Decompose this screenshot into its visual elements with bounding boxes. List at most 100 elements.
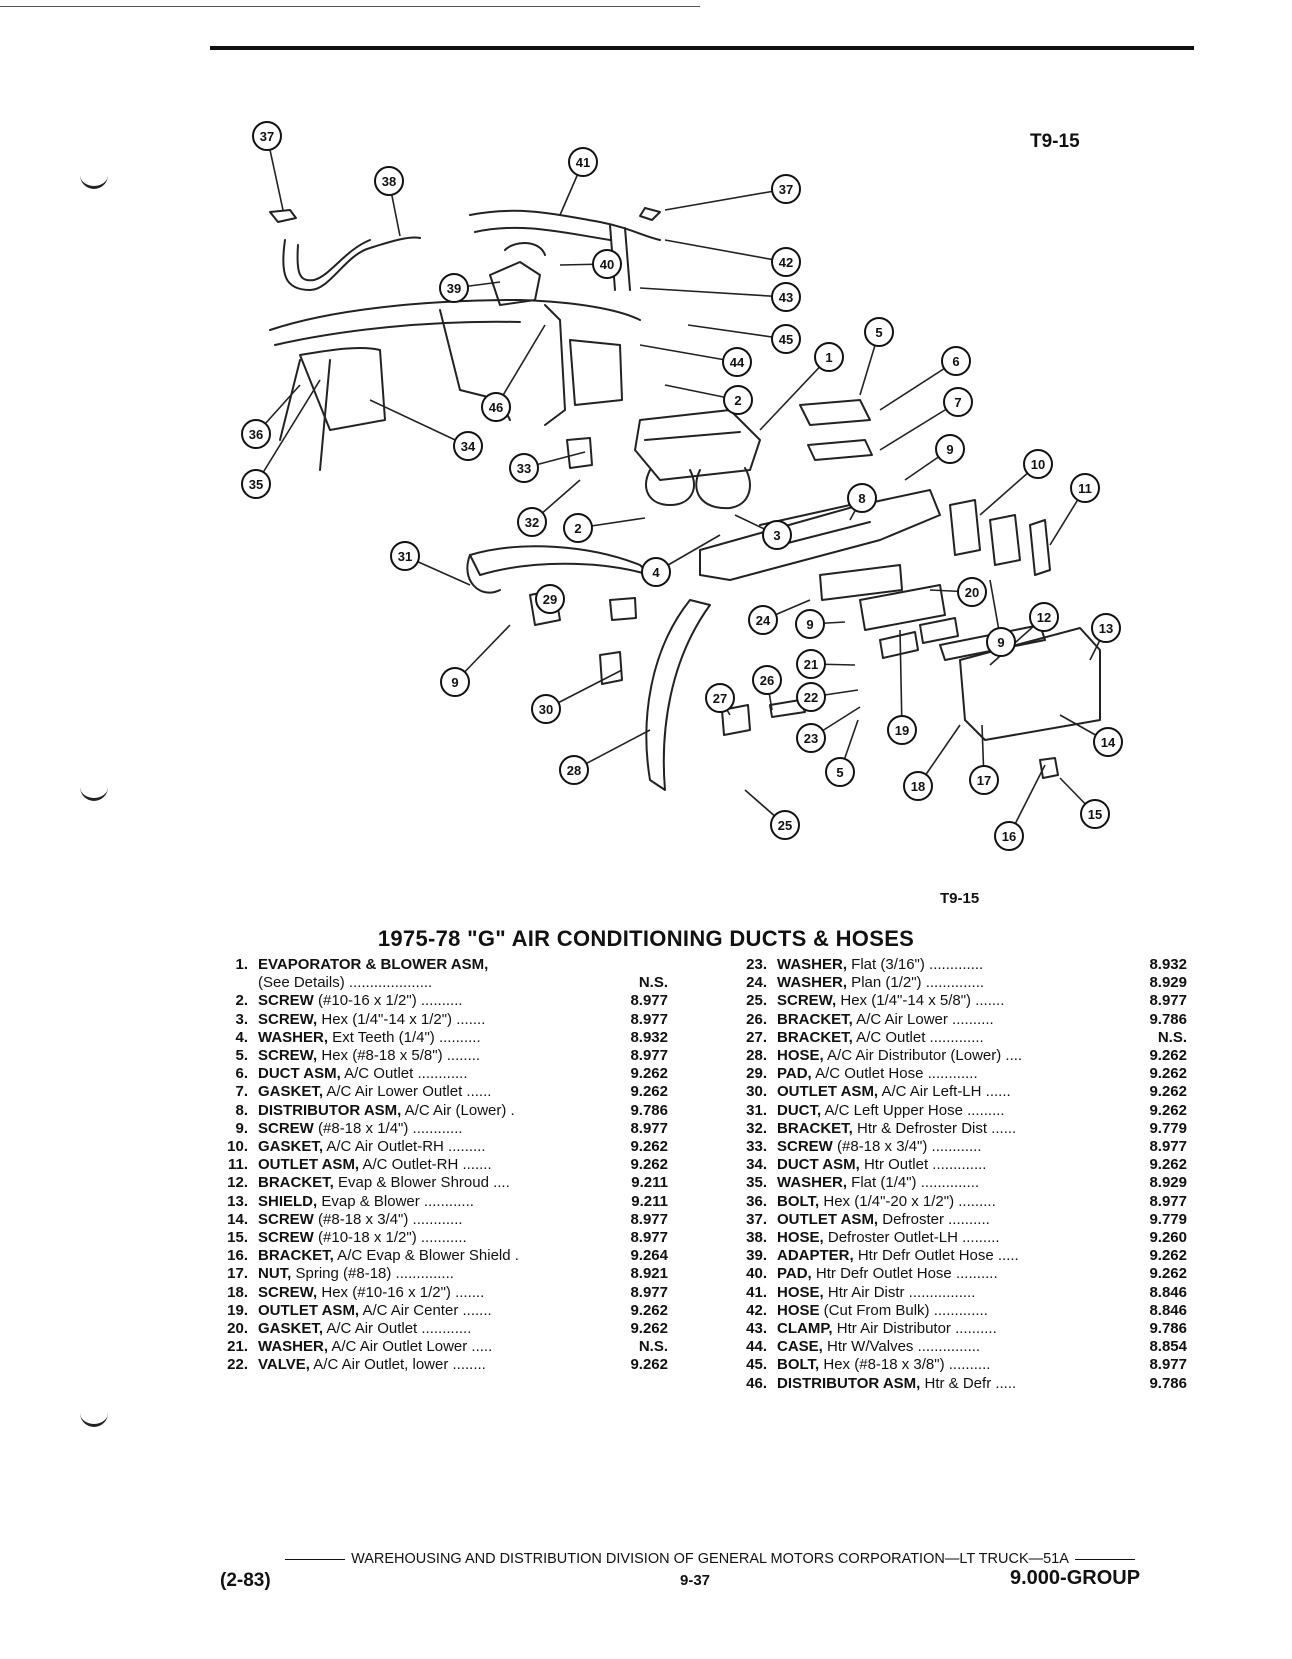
parts-row: 3.SCREW, Hex (1/4"-14 x 1/2") .......8.9… [200,1011,668,1029]
part-outline [645,469,695,506]
part-name: DISTRIBUTOR ASM, [258,1101,402,1119]
group-code: 9.786 [1149,1010,1187,1028]
part-number: 34. [746,1156,767,1174]
callout-circle [943,387,973,417]
part-spec: Htr & Defr ..... [920,1374,1017,1392]
group-code: 9.262 [1149,1101,1187,1119]
parts-row: 44.CASE, Htr W/Valves ...............8.8… [719,1338,1187,1356]
group-code: 9.779 [1149,1119,1187,1137]
group-code: 8.977 [630,1119,668,1137]
callout-circle [796,723,826,753]
parts-row: 29.PAD, A/C Outlet Hose ............9.26… [719,1065,1187,1083]
part-description: BRACKET, A/C Outlet ............. [767,1029,1107,1047]
parts-row: 36.BOLT, Hex (1/4"-20 x 1/2") .........8… [719,1193,1187,1211]
leader-line [664,188,787,211]
part-number: 15. [227,1229,248,1247]
part-spec: Defroster Outlet-LH ......... [823,1229,1000,1247]
callout-9: 9 [986,627,1016,657]
part-outline [807,439,873,461]
part-outline [645,599,711,791]
part-number: 23. [746,956,767,973]
callout-9: 9 [795,609,825,639]
part-number: 14. [227,1210,248,1228]
part-name: BRACKET, [777,1010,853,1028]
group-code: 9.262 [1149,1065,1187,1083]
part-description: GASKET, A/C Air Outlet-RH ......... [248,1138,588,1156]
part-outline [489,261,541,306]
part-spec: A/C Left Upper Hose ......... [821,1101,1005,1119]
part-spec: Hex (1/4"-14 x 5/8") ....... [836,992,1005,1010]
leader-line [879,360,957,411]
part-name: OUTLET ASM, [777,1210,879,1228]
callout-circle [252,121,282,151]
callout-circle [847,483,877,513]
part-description: SHIELD, Evap & Blower ............ [248,1193,588,1211]
part-description: VALVE, A/C Air Outlet, lower ........ [248,1356,588,1374]
callout-number: 32 [525,515,539,530]
leader-line [639,344,738,363]
callout-4: 4 [641,557,671,587]
part-name: BRACKET, [258,1247,334,1265]
callout-circle [374,166,404,196]
part-description: SCREW (#10-16 x 1/2") .......... [248,992,588,1010]
group-code: 8.929 [1149,974,1187,992]
part-number: 16. [227,1247,248,1265]
part-name: BRACKET, [777,1119,853,1137]
callout-number: 40 [600,257,614,272]
callout-circle [1091,613,1121,643]
callout-circle [771,247,801,277]
callout-number: 1 [825,350,832,365]
part-name: ADAPTER, [777,1247,854,1265]
callout-13: 13 [1091,613,1121,643]
callout-number: 2 [734,393,741,408]
callout-number: 37 [260,129,274,144]
part-outline [569,339,623,406]
part-description: CLAMP, Htr Air Distributor .......... [767,1320,1107,1338]
part-number: 6. [235,1065,248,1083]
leader-line [255,379,321,485]
group-code: 8.977 [1149,1138,1187,1156]
parts-row: 20.GASKET, A/C Air Outlet ............9.… [200,1320,668,1338]
callout-circle [440,667,470,697]
part-name: SHIELD, [258,1192,318,1210]
callout-40: 40 [592,249,622,279]
group-code: 9.262 [630,1083,668,1101]
leader-line [687,324,787,340]
callout-25: 25 [770,810,800,840]
leader-line [759,356,830,431]
part-description: BRACKET, Htr & Defroster Dist ...... [767,1120,1107,1138]
group-code: 9.786 [1149,1320,1187,1338]
part-outline [299,346,386,431]
callout-number: 41 [576,155,590,170]
part-number: 4. [235,1028,248,1046]
callout-8: 8 [847,483,877,513]
callout-number: 25 [778,818,792,833]
callout-circle [1023,449,1053,479]
group-code: 9.262 [1149,1265,1187,1283]
part-spec: (See Details) .................... [258,974,433,992]
callout-circle [771,282,801,312]
callout-21: 21 [796,649,826,679]
part-name: DISTRIBUTOR ASM, [777,1374,921,1392]
group-code: 8.977 [630,1229,668,1247]
part-name: WASHER, [258,1338,329,1356]
callout-9: 9 [935,434,965,464]
callout-circle [771,174,801,204]
part-spec: (Cut From Bulk) ............. [819,1301,988,1319]
part-name: VALVE, [258,1356,310,1374]
callout-circle [390,541,420,571]
scan-artifact-line [0,6,700,7]
group-code: 8.977 [1149,1192,1187,1210]
part-spec: Hex (#8-18 x 3/8") .......... [819,1356,991,1374]
parts-row: 14.SCREW (#8-18 x 3/4") ............8.97… [200,1211,668,1229]
part-description: OUTLET ASM, A/C Outlet-RH ....... [248,1156,588,1174]
callout-number: 21 [804,657,818,672]
callout-5: 5 [825,757,855,787]
part-number: 38. [746,1229,767,1247]
parts-row: 19.OUTLET ASM, A/C Air Center .......9.2… [200,1302,668,1320]
part-spec: Htr Air Distributor .......... [832,1320,997,1338]
callout-number: 2 [574,521,581,536]
parts-row: 5.SCREW, Hex (#8-18 x 5/8") ........8.97… [200,1047,668,1065]
part-outline [989,514,1021,566]
part-number: 2. [235,992,248,1010]
